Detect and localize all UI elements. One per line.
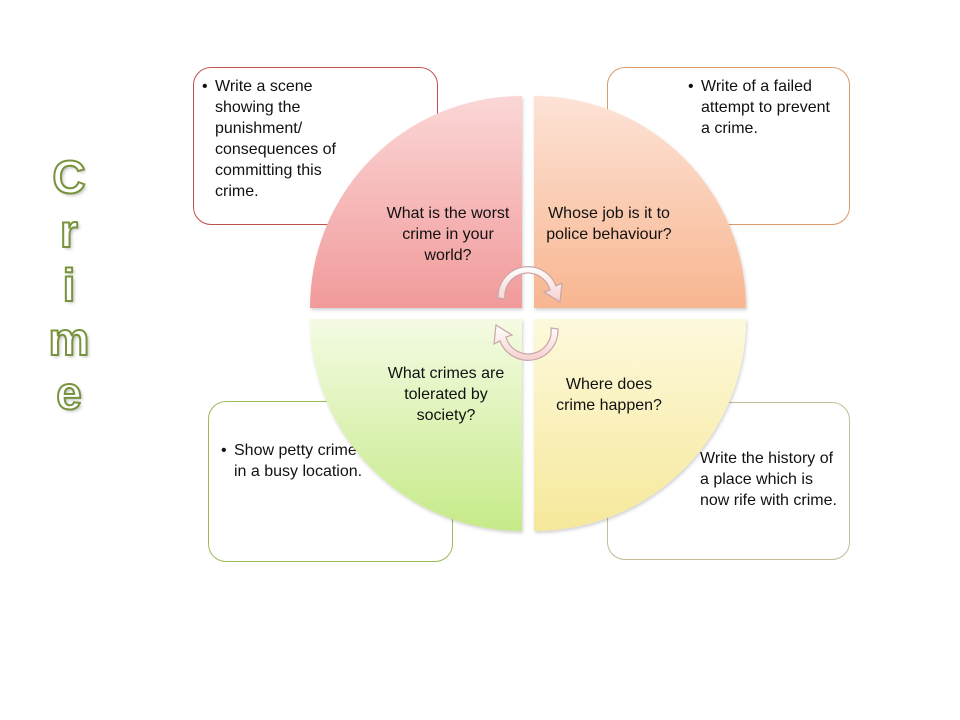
question-bottom-right: Where does crime happen?: [556, 376, 662, 414]
question-top-left: What is the worst crime in your world?: [386, 205, 510, 264]
question-top-right: Whose job is it to police behaviour?: [546, 205, 672, 243]
title-letter: e: [55, 366, 83, 420]
quadrant-bottom-right: [534, 319, 746, 531]
prompt-text: Write a scene showing the punishment/ co…: [202, 76, 342, 202]
prompt-text: Write the history of a place which is no…: [700, 450, 837, 509]
quadrant-top-right: [534, 96, 746, 308]
prompt-text: Write of a failed attempt to prevent a c…: [688, 76, 839, 139]
quadrant-top-left: [310, 96, 522, 308]
quadrant-bottom-left: [310, 319, 522, 531]
title-letter: r: [59, 204, 79, 258]
title-letter: m: [48, 312, 91, 366]
vertical-title: C r i m e: [38, 150, 100, 420]
title-letter: i: [62, 258, 77, 312]
cycle-arrows-icon: [493, 266, 563, 361]
title-letter: C: [51, 150, 86, 204]
question-bottom-left: What crimes are tolerated by society?: [387, 365, 505, 424]
